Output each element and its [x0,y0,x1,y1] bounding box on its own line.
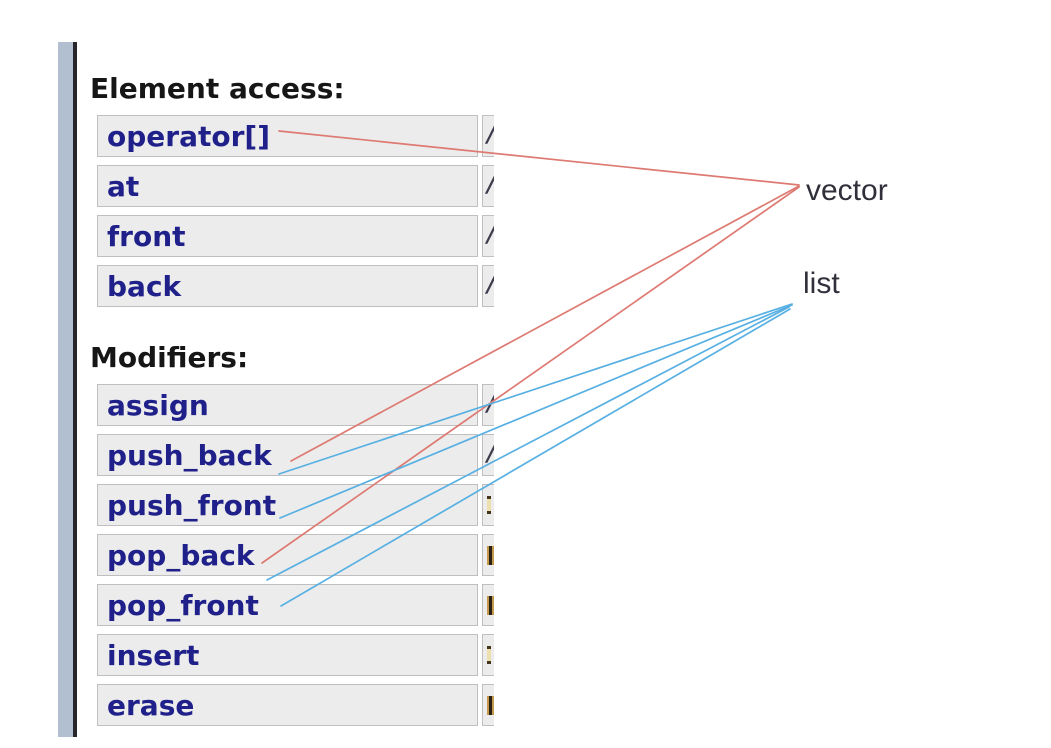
table-row: operator[] [97,115,494,157]
clipped-text-glyph [487,225,494,247]
description-cell-clipped [482,434,494,476]
clipped-text-glyph [487,394,494,416]
member-function-link-front[interactable]: front [97,215,478,257]
description-cell-clipped [482,115,494,157]
table-row: push_back [97,434,494,476]
clipped-text-glyph [487,646,491,664]
table-row: pop_front [97,584,494,626]
clipped-text-glyph [487,275,494,297]
description-cell-clipped [482,534,494,576]
vertical-divider-bar [58,42,77,737]
reference-table: Element access: operator[] at front back [90,75,494,734]
clipped-text-glyph [487,546,494,565]
description-cell-clipped [482,634,494,676]
clipped-text-glyph [487,596,494,615]
member-function-link-at[interactable]: at [97,165,478,207]
member-function-link-pop-front[interactable]: pop_front [97,584,478,626]
description-cell-clipped [482,484,494,526]
table-row: push_front [97,484,494,526]
table-row: pop_back [97,534,494,576]
member-function-link-erase[interactable]: erase [97,684,478,726]
clipped-text-glyph [487,696,494,715]
description-cell-clipped [482,265,494,307]
table-row: front [97,215,494,257]
description-cell-clipped [482,165,494,207]
clipped-text-glyph [487,496,491,514]
member-function-link-assign[interactable]: assign [97,384,478,426]
member-function-link-push-front[interactable]: push_front [97,484,478,526]
description-cell-clipped [482,584,494,626]
section-title-element-access: Element access: [90,75,345,105]
table-row: assign [97,384,494,426]
description-cell-clipped [482,215,494,257]
section-title-modifiers: Modifiers: [90,341,249,374]
table-row: back [97,265,494,307]
clipped-text-glyph [487,444,494,466]
clipped-text-glyph [487,125,494,147]
table-row: at [97,165,494,207]
label-list: list [803,267,840,300]
table-row: erase [97,684,494,726]
description-cell-clipped [482,684,494,726]
member-function-link-push-back[interactable]: push_back [97,434,478,476]
member-function-link-insert[interactable]: insert [97,634,478,676]
member-function-link-operator-brackets[interactable]: operator[] [97,115,478,157]
table-row: insert [97,634,494,676]
member-function-link-back[interactable]: back [97,265,478,307]
member-function-link-pop-back[interactable]: pop_back [97,534,478,576]
description-cell-clipped [482,384,494,426]
label-vector: vector [806,174,888,207]
clipped-text-glyph [487,175,494,197]
